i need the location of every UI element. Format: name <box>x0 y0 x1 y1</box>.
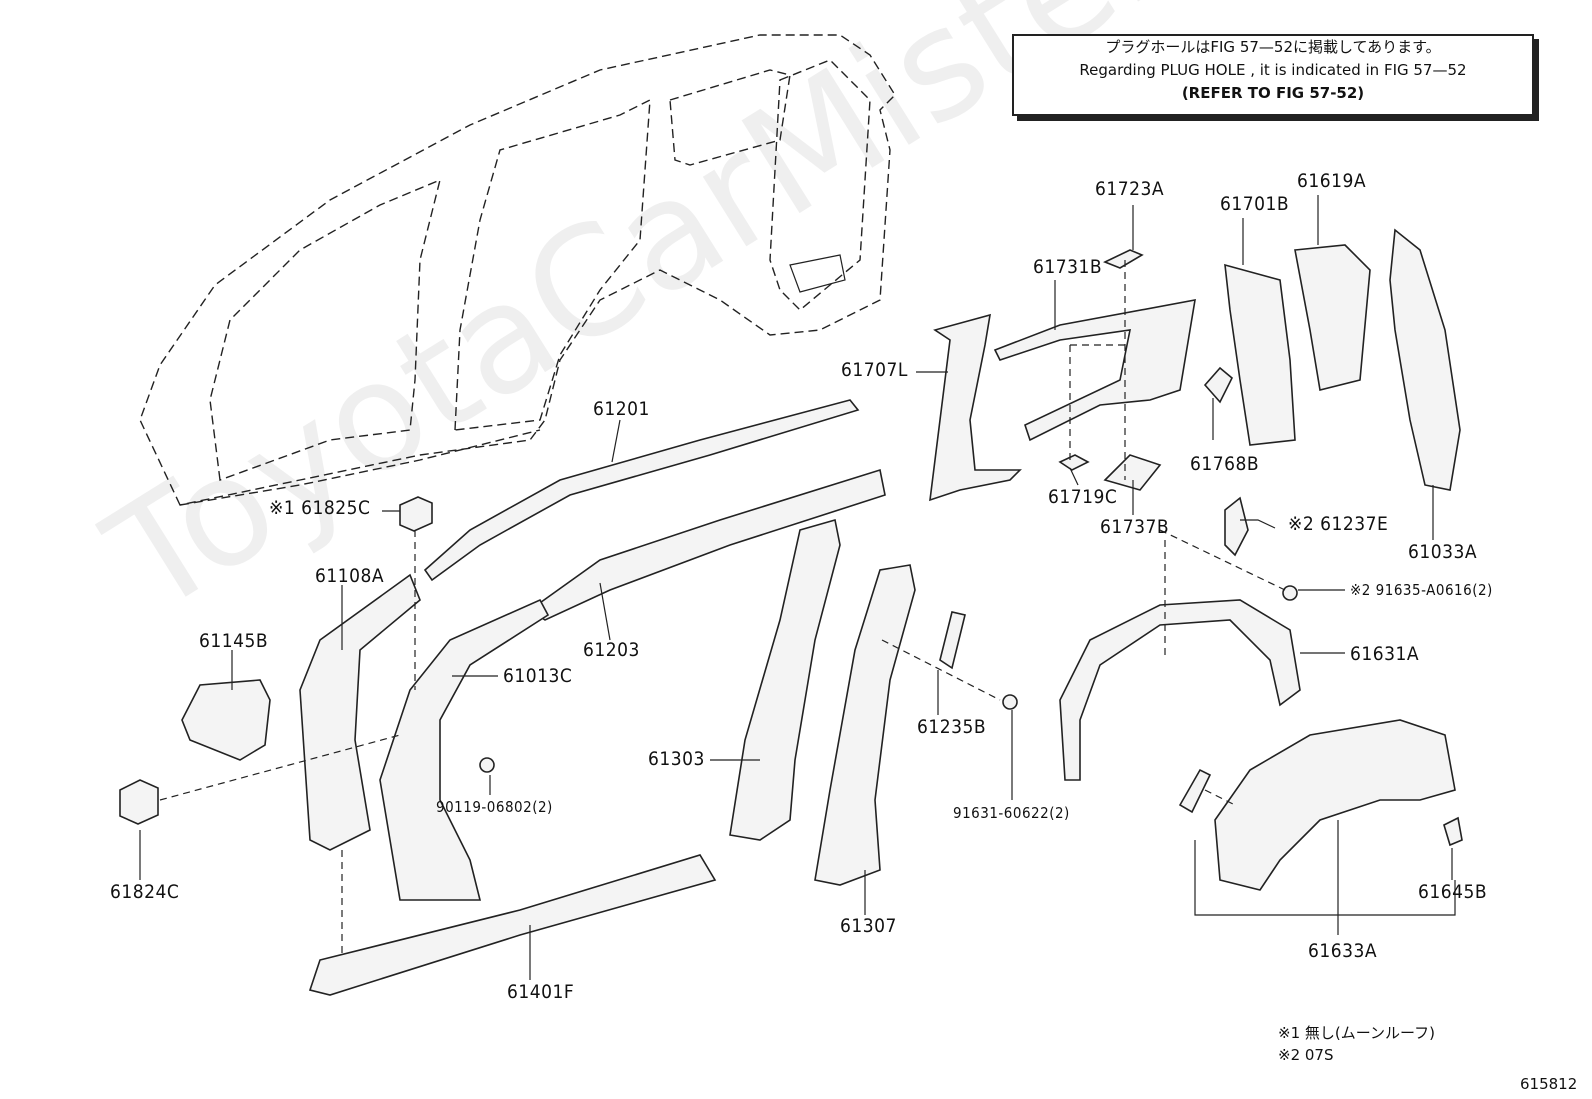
body-side-outer-panel <box>139 34 896 506</box>
footnote-2: ※2 07S <box>1278 1046 1334 1064</box>
leader-lines <box>139 195 1456 980</box>
part-61701B-shape <box>1224 263 1296 446</box>
label-61707L[interactable]: 61707L <box>841 359 908 381</box>
part-61645B-shape <box>1443 816 1463 847</box>
part-61033A-shape <box>1389 228 1461 491</box>
label-61633A[interactable]: 61633A <box>1308 940 1378 962</box>
label-61033A[interactable]: 61033A <box>1408 541 1478 563</box>
label-61108A[interactable]: 61108A <box>315 565 385 587</box>
part-61013C-shape <box>379 598 550 901</box>
part-61824C-shape <box>119 779 159 825</box>
part-61235B-shape <box>939 611 966 670</box>
label-61201[interactable]: 61201 <box>593 398 650 420</box>
label-61723A[interactable]: 61723A <box>1095 178 1165 200</box>
label-91635-A0616[interactable]: ※2 91635-A0616(2) <box>1350 581 1493 599</box>
label-61145B[interactable]: 61145B <box>199 630 269 652</box>
part-61768B-shape <box>1203 366 1233 404</box>
bolt-91635-shape <box>1282 585 1298 601</box>
part-61723A-shape <box>1103 249 1144 269</box>
label-90119-06802[interactable]: 90119-06802(2) <box>436 798 553 816</box>
label-61731B[interactable]: 61731B <box>1033 256 1103 278</box>
label-61825C[interactable]: ※1 61825C <box>269 497 371 519</box>
part-61719C-shape <box>1058 454 1090 471</box>
label-61401F[interactable]: 61401F <box>507 981 575 1003</box>
label-61701B[interactable]: 61701B <box>1220 193 1290 215</box>
part-61619A-shape <box>1294 244 1371 391</box>
bolt-90119-shape <box>479 757 495 773</box>
part-61203-shape <box>528 468 886 621</box>
part-61825C-shape <box>399 496 433 532</box>
label-61824C[interactable]: 61824C <box>110 881 180 903</box>
footnote-1: ※1 無し(ムーンルーフ) <box>1278 1024 1435 1042</box>
label-61737B[interactable]: 61737B <box>1100 516 1170 538</box>
alignment-lines <box>159 260 1286 955</box>
figure-number: 615812 <box>1520 1075 1578 1093</box>
part-61631A-shape <box>1059 599 1301 781</box>
label-61235B[interactable]: 61235B <box>917 716 987 738</box>
part-small-bracket-shape <box>1178 768 1212 814</box>
label-61303[interactable]: 61303 <box>648 748 705 770</box>
label-91631-60622[interactable]: 91631-60622(2) <box>953 804 1070 822</box>
label-61768B[interactable]: 61768B <box>1190 453 1260 475</box>
part-61633A-shape <box>1214 719 1456 891</box>
part-61303-shape <box>729 518 841 841</box>
part-61237E-shape <box>1224 496 1249 557</box>
label-61203[interactable]: 61203 <box>583 639 640 661</box>
label-61645B[interactable]: 61645B <box>1418 881 1488 903</box>
note-line-jp: プラグホールはFIG 57—52に掲載してあります。 <box>1105 38 1441 56</box>
part-61707L-shape <box>929 313 1022 502</box>
bolt-91631-shape <box>1002 694 1018 710</box>
note-line-en: Regarding PLUG HOLE , it is indicated in… <box>1079 61 1467 79</box>
note-line-refer: (REFER TO FIG 57-52) <box>1181 84 1365 102</box>
plug-hole-note: プラグホールはFIG 57—52に掲載してあります。 Regarding PLU… <box>1012 34 1534 116</box>
label-61307[interactable]: 61307 <box>840 915 897 937</box>
part-61108A-shape <box>299 573 421 851</box>
part-61145B-shape <box>181 679 271 761</box>
label-61631A[interactable]: 61631A <box>1350 643 1420 665</box>
label-61719C[interactable]: 61719C <box>1048 486 1118 508</box>
part-61737B-shape <box>1103 454 1162 491</box>
label-61013C[interactable]: 61013C <box>503 665 573 687</box>
label-61237E[interactable]: ※2 61237E <box>1288 513 1389 535</box>
part-61401F-shape <box>308 854 717 996</box>
part-61307-shape <box>814 564 916 886</box>
label-61619A[interactable]: 61619A <box>1297 170 1367 192</box>
part-61731B-shape <box>993 299 1196 442</box>
part-61201-shape <box>423 399 860 582</box>
